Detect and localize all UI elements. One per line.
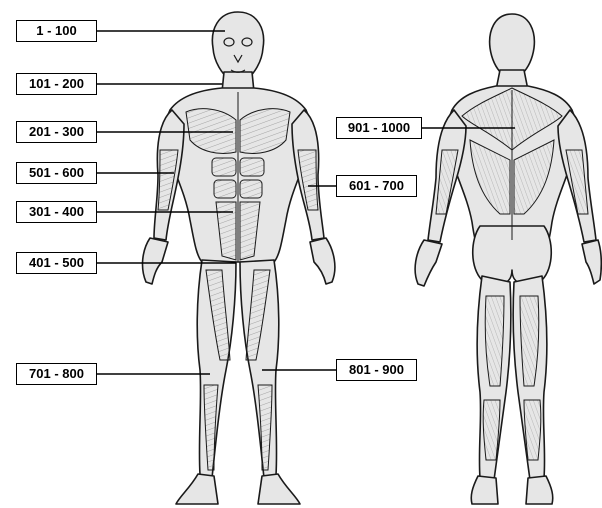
back-head [490, 14, 535, 74]
label-neck: 101 - 200 [16, 73, 97, 95]
back-hand-left [415, 240, 442, 286]
label-right-leg: 701 - 800 [16, 363, 97, 385]
front-foot-left [258, 474, 300, 504]
front-hand-left [310, 238, 335, 284]
front-hand-right [143, 238, 168, 284]
label-right-arm: 501 - 600 [16, 162, 97, 184]
back-foot-left [471, 476, 498, 504]
label-chest: 201 - 300 [16, 121, 97, 143]
back-view-body [415, 14, 601, 504]
front-foot-right [176, 474, 218, 504]
label-left-arm: 601 - 700 [336, 175, 417, 197]
front-view-body [143, 12, 335, 504]
label-upper-back: 901 - 1000 [336, 117, 422, 139]
front-head [212, 12, 263, 80]
back-hand-right [582, 240, 601, 284]
label-abdomen: 301 - 400 [16, 201, 97, 223]
label-left-leg: 801 - 900 [336, 359, 417, 381]
label-head: 1 - 100 [16, 20, 97, 42]
label-pelvis: 401 - 500 [16, 252, 97, 274]
back-foot-right [526, 476, 553, 504]
